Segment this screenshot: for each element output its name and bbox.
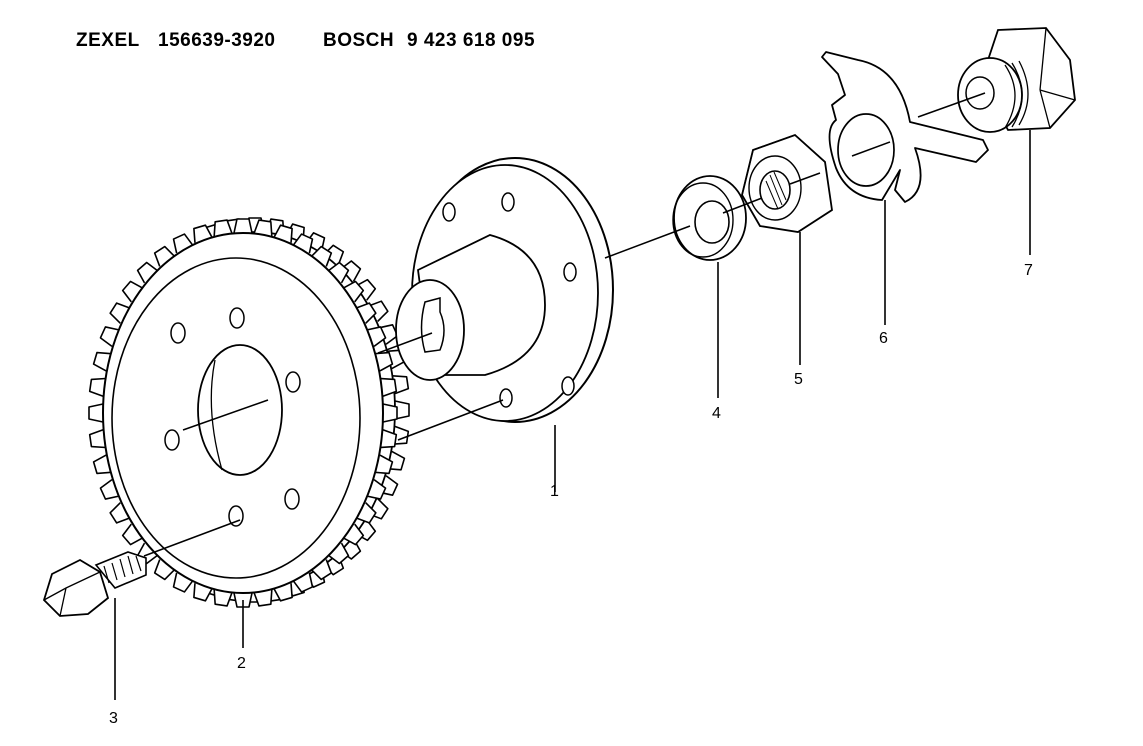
callout-label-7: 7: [1024, 262, 1033, 279]
callout-label-5: 5: [794, 371, 803, 388]
axis-line-nut-plate: [789, 172, 821, 185]
hub-bolt-hole: [501, 192, 515, 212]
cap-nut-bore: [965, 76, 995, 110]
washer-hole: [694, 200, 730, 244]
bosch-part-number: 9 423 618 095: [407, 30, 536, 51]
axis-line-washer-nut: [722, 197, 763, 214]
gear-tooth: [88, 403, 104, 423]
gear-tooth: [233, 218, 253, 234]
nut-thread-bore: [759, 170, 791, 210]
drive-hub: [395, 157, 614, 423]
assembly-axis-lines: [143, 92, 986, 557]
hex-nut: [741, 133, 833, 233]
callout-label-1: 1: [550, 483, 559, 500]
gear-bolt-hole: [170, 322, 186, 344]
callout-label-3: 3: [109, 710, 118, 727]
washer: [672, 175, 747, 261]
gear-bore-inner-wall: [210, 359, 223, 471]
axis-line-hub-hole: [397, 399, 504, 441]
callout-label-2: 2: [237, 655, 246, 672]
bolt: [42, 551, 147, 617]
lock-plate-hole: [837, 113, 895, 187]
axis-line-bolt: [143, 519, 241, 557]
callout-leaders: [114, 130, 1031, 700]
axis-line-gear-bore: [182, 399, 269, 431]
axis-line-hub-keyway: [377, 332, 433, 354]
gear-tooth: [382, 403, 398, 423]
lock-plate: [821, 51, 989, 203]
hub-keyway: [420, 297, 445, 353]
gear-bolt-hole: [164, 429, 180, 451]
hub-bolt-hole: [561, 376, 575, 396]
callout-label-4: 4: [712, 405, 721, 422]
timing-gear: [88, 217, 410, 608]
gear-bolt-hole: [228, 505, 244, 527]
gear-face-recess: [111, 257, 361, 579]
part-number-header: ZEXEL 156639-3920 BOSCH 9 423 618 095: [76, 30, 535, 52]
gear-bolt-hole: [285, 371, 301, 393]
axis-line-plate: [851, 141, 891, 157]
hub-bolt-hole: [442, 202, 456, 222]
zexel-part-number: 156639-3920: [158, 30, 276, 51]
brand-zexel: ZEXEL: [76, 30, 140, 51]
callout-label-6: 6: [879, 330, 888, 347]
gear-bolt-hole: [284, 488, 300, 510]
hub-bolt-hole: [563, 262, 577, 282]
axis-line-plate-cap: [917, 92, 986, 118]
brand-bosch: BOSCH: [323, 30, 395, 51]
cap-nut: [957, 27, 1076, 133]
hub-bolt-hole: [499, 388, 513, 408]
axis-line-hub-washer: [604, 225, 691, 259]
gear-bolt-hole: [229, 307, 245, 329]
